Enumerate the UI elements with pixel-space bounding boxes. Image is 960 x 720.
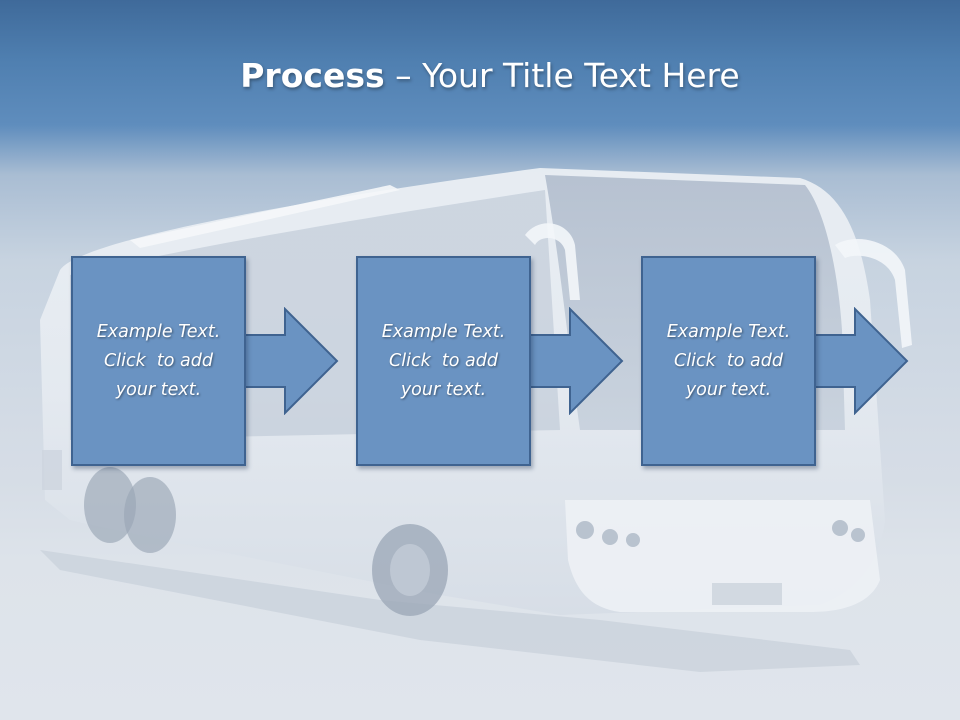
step-2-box[interactable]: Example Text. Click to add your text. (356, 256, 531, 466)
title-bold: Process (240, 56, 385, 95)
step-1-box[interactable]: Example Text. Click to add your text. (71, 256, 246, 466)
step-3[interactable]: Example Text. Click to add your text. (641, 256, 816, 466)
step-1-line-1: Example Text. (96, 321, 221, 342)
step-2-text: Example Text. Click to add your text. (369, 318, 519, 405)
step-2-line-2: Click to add (389, 350, 498, 371)
step-3-box[interactable]: Example Text. Click to add your text. (641, 256, 816, 466)
step-2-arrow (529, 307, 624, 415)
step-3-line-2: Click to add (674, 350, 783, 371)
step-1[interactable]: Example Text. Click to add your text. (71, 256, 246, 466)
step-3-arrow (814, 307, 909, 415)
step-1-text: Example Text. Click to add your text. (84, 318, 234, 405)
slide-title[interactable]: Process – Your Title Text Here (0, 56, 960, 95)
step-2-line-3: your text. (400, 379, 487, 400)
title-rest: – Your Title Text Here (384, 56, 740, 95)
step-3-line-3: your text. (685, 379, 772, 400)
step-1-line-3: your text. (115, 379, 202, 400)
step-3-line-1: Example Text. (666, 321, 791, 342)
step-2[interactable]: Example Text. Click to add your text. (356, 256, 531, 466)
step-1-arrow (244, 307, 339, 415)
step-3-text: Example Text. Click to add your text. (654, 318, 804, 405)
step-2-line-1: Example Text. (381, 321, 506, 342)
step-1-line-2: Click to add (104, 350, 213, 371)
